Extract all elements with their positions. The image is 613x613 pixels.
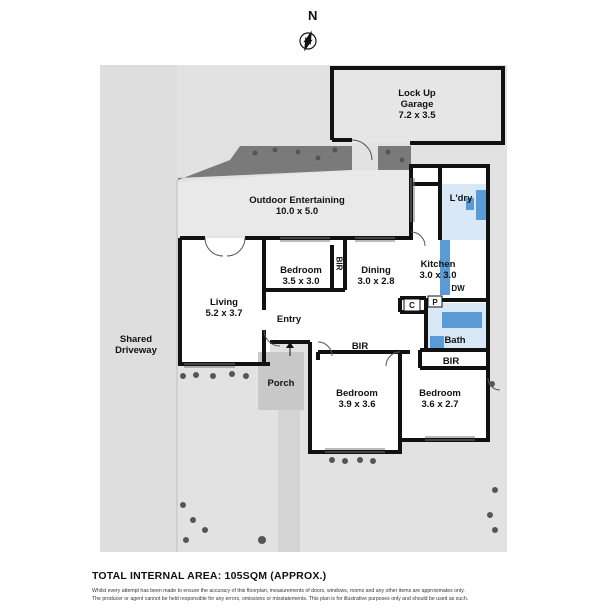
entry-label: Entry <box>276 314 302 325</box>
bedroom-small-name: Bedroom <box>280 265 322 276</box>
entry-arrow <box>286 342 294 356</box>
living-dim: 5.2 x 3.7 <box>205 308 243 319</box>
garage-floor <box>332 68 503 143</box>
kitchen-label: Kitchen 3.0 x 3.0 <box>420 259 457 281</box>
bedroom-right-name: Bedroom <box>419 388 461 399</box>
pantry-cupboard <box>427 295 443 308</box>
bedroom-mid-bir: BIR <box>351 341 369 352</box>
outdoor-name: Outdoor Entertaining <box>249 195 345 206</box>
garage-name-2: Garage <box>400 99 434 110</box>
bedroom-small-dim: 3.5 x 3.0 <box>282 276 320 287</box>
disclaimer-line-2: The producer or agent cannot be held res… <box>92 596 469 602</box>
living-name: Living <box>210 297 238 308</box>
windows <box>184 178 475 453</box>
linen-cupboard <box>403 298 421 312</box>
laundry-tub <box>476 190 486 220</box>
garage-dim: 7.2 x 3.5 <box>398 110 436 121</box>
bedroom-small-label: Bedroom 3.5 x 3.0 <box>280 265 322 287</box>
garden-bed-top <box>178 146 352 180</box>
outdoor-paving <box>178 170 411 236</box>
dining-label: Dining 3.0 x 2.8 <box>358 265 395 287</box>
porch-label: Porch <box>267 378 295 389</box>
bedroom-mid-name: Bedroom <box>336 388 378 399</box>
driveway-name-1: Shared <box>119 334 153 345</box>
outdoor-label: Outdoor Entertaining 10.0 x 5.0 <box>249 195 345 217</box>
bedroom-right-bir: BIR <box>442 356 460 367</box>
north-label: N <box>308 8 318 23</box>
porch-path <box>278 410 300 552</box>
bedroom-right-label: Bedroom 3.6 x 2.7 <box>419 388 461 410</box>
north-arrow-icon <box>299 30 317 52</box>
kitchen-name: Kitchen <box>420 259 456 270</box>
bedroom-mid-dim: 3.9 x 3.6 <box>338 399 376 410</box>
bath-tub <box>442 312 482 328</box>
driveway-label: Shared Driveway <box>115 334 157 356</box>
driveway-surface <box>100 65 177 552</box>
dining-name: Dining <box>361 265 391 276</box>
total-area: TOTAL INTERNAL AREA: 105SQM (APPROX.) <box>92 570 327 582</box>
dishwasher-label: DW <box>451 284 465 293</box>
pantry-label: P <box>432 298 438 307</box>
garage-label: Lock Up Garage 7.2 x 3.5 <box>398 88 435 121</box>
kitchen-dim: 3.0 x 3.0 <box>419 270 457 281</box>
linen-label: C <box>409 301 415 310</box>
bedroom-right-dim: 3.6 x 2.7 <box>421 399 459 410</box>
garage-door-swing <box>351 139 373 161</box>
bedroom-mid-label: Bedroom 3.9 x 3.6 <box>336 388 378 410</box>
driveway-name-2: Driveway <box>115 345 157 356</box>
disclaimer-line-1: Whilst every attempt has been made to en… <box>92 588 465 594</box>
bath-label: Bath <box>444 335 466 346</box>
dining-dim: 3.0 x 2.8 <box>357 276 395 287</box>
laundry-label: L'dry <box>449 193 473 204</box>
wc-laundry <box>466 198 474 210</box>
living-label: Living 5.2 x 3.7 <box>206 297 243 319</box>
garage-walls <box>330 66 505 145</box>
garden-shrubs <box>180 147 498 544</box>
vanity <box>430 336 444 348</box>
outdoor-dim: 10.0 x 5.0 <box>275 206 319 217</box>
bedroom-small-bir: BIR <box>334 256 344 271</box>
kitchen-bench <box>440 240 450 295</box>
garage-name-1: Lock Up <box>398 88 436 99</box>
